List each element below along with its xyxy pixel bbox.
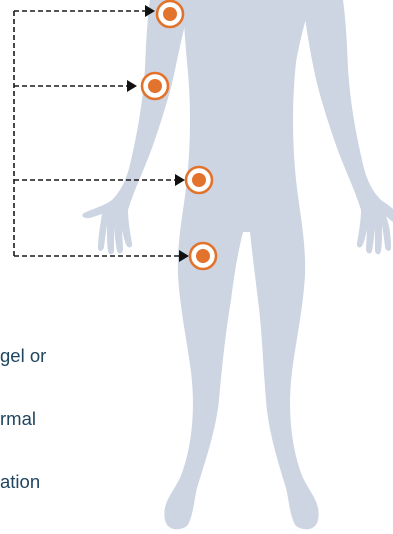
arrowhead-upper-thigh: [175, 174, 185, 186]
human-body-silhouette: [82, 0, 393, 529]
caption-line: ation: [0, 471, 46, 492]
left-arm: [82, 0, 190, 254]
caption-line: rmal: [0, 408, 46, 429]
target-marker-icon: [142, 73, 168, 99]
application-caption: gel or rmal ation: [0, 303, 46, 513]
target-marker-icon: [157, 1, 183, 27]
torso-and-legs: [164, 0, 318, 529]
right-arm: [303, 0, 393, 254]
caption-line: gel or: [0, 345, 46, 366]
target-marker-icon: [190, 243, 216, 269]
arrowhead-forearm: [127, 80, 137, 92]
target-marker-icon: [186, 167, 212, 193]
